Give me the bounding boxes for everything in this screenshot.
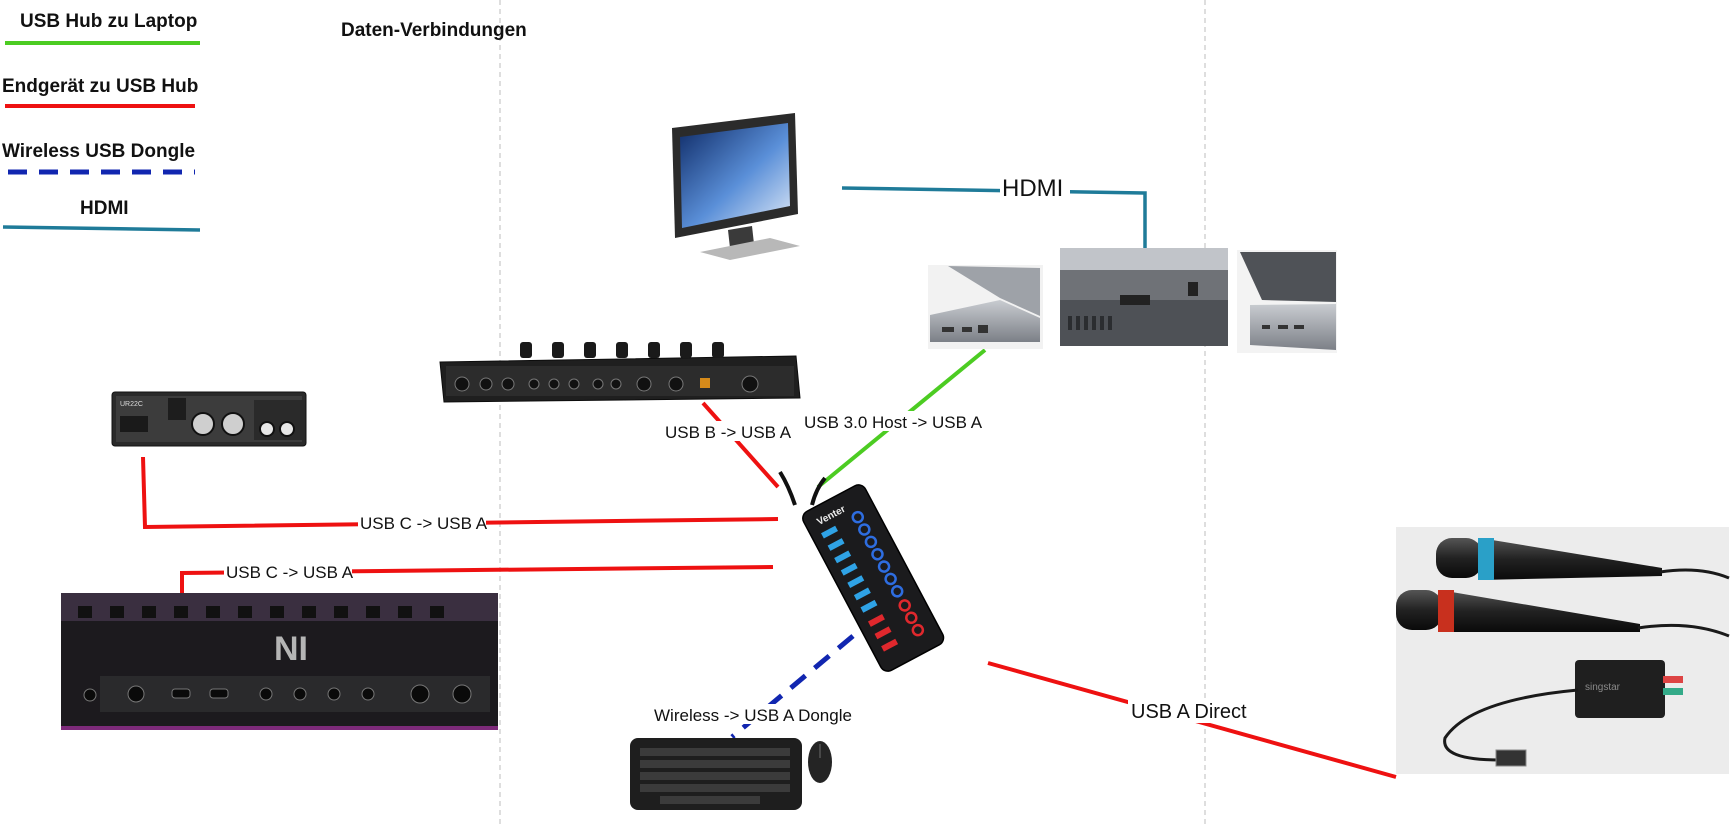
hdmi-cable <box>841 186 1147 248</box>
usb-hub-image: Venter <box>778 470 945 672</box>
legend-hdmi-line <box>2 225 201 232</box>
dj-controller-connection-label: USB B -> USB A <box>665 423 792 442</box>
wireless-connection-label: Wireless -> USB A Dongle <box>654 706 852 725</box>
dj-controller-image <box>439 342 801 403</box>
wireless-keyboard-mouse-image <box>630 738 832 810</box>
microphones-image: singstar <box>1396 527 1730 774</box>
legend-wireless-dongle-label: Wireless USB Dongle <box>2 141 195 162</box>
laptop-image <box>928 248 1337 353</box>
audio-interface-image: UR22C <box>111 391 307 447</box>
audio-interface-brand: UR22C <box>120 401 143 408</box>
connection-labels: HDMI USB 3.0 Host -> USB A USB B -> USB … <box>224 174 1247 725</box>
legend-device-to-hub-label: Endgerät zu USB Hub <box>2 76 198 97</box>
microphone-connection-label: USB A Direct <box>1131 701 1247 723</box>
keyboard-controller-image: NI <box>61 593 498 730</box>
audio-interface-cable <box>141 456 779 530</box>
hdmi-connection-label: HDMI <box>1002 175 1063 202</box>
keyboard-logo: NI <box>274 630 308 668</box>
laptop-hub-connection-label: USB 3.0 Host -> USB A <box>804 413 983 432</box>
mic-receiver-brand: singstar <box>1585 682 1621 693</box>
keyboard-connection-label: USB C -> USB A <box>226 563 354 582</box>
monitor-image <box>672 113 800 260</box>
dj-controller-cable <box>701 401 780 489</box>
legend-hdmi-label: HDMI <box>80 198 129 219</box>
legend: USB Hub zu Laptop Endgerät zu USB Hub Wi… <box>2 11 201 232</box>
page-title: Daten-Verbindungen <box>341 20 527 41</box>
audio-interface-connection-label: USB C -> USB A <box>360 514 488 533</box>
legend-usb-hub-laptop-label: USB Hub zu Laptop <box>20 11 197 32</box>
